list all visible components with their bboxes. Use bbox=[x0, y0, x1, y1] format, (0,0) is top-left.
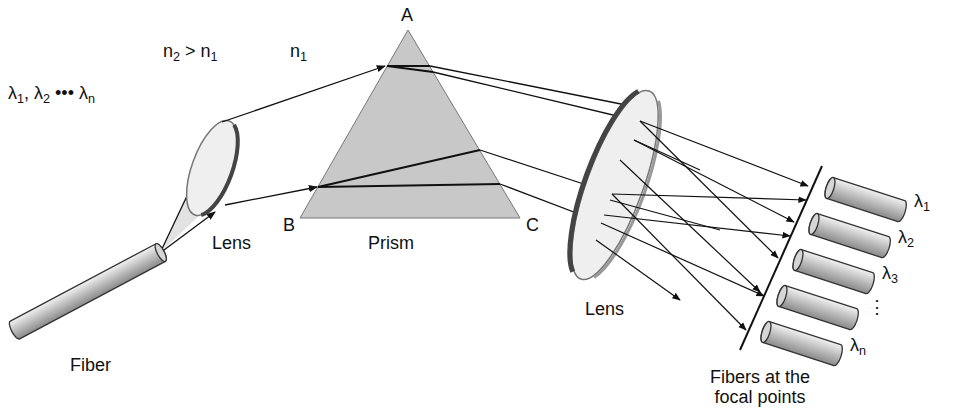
fiber bbox=[823, 176, 908, 222]
part-label: C bbox=[526, 216, 539, 236]
lens bbox=[176, 114, 248, 222]
part-label: n1 bbox=[290, 42, 307, 65]
input-fiber bbox=[7, 242, 168, 340]
focused-ray bbox=[596, 121, 808, 330]
output-fibers bbox=[759, 176, 908, 366]
part-label: λ1 bbox=[914, 192, 930, 215]
fiber bbox=[7, 242, 168, 340]
part-label: Fiber bbox=[70, 356, 111, 376]
part-label: λn bbox=[850, 336, 866, 359]
part-label: Fibers at the focal points bbox=[690, 368, 830, 408]
ray bbox=[160, 212, 215, 253]
part-label: ⋮ bbox=[868, 298, 886, 318]
part-label: Lens bbox=[585, 300, 624, 320]
fiber bbox=[807, 212, 892, 258]
ray bbox=[225, 187, 317, 205]
part-label: λ1, λ2 ••• λn bbox=[8, 84, 95, 107]
part-label: B bbox=[283, 216, 295, 236]
part-label: λ2 bbox=[898, 228, 914, 251]
part-label: Lens bbox=[212, 234, 251, 254]
refracted-rays bbox=[318, 66, 500, 187]
prism bbox=[300, 30, 520, 218]
lens bbox=[552, 81, 677, 290]
part-label: λ3 bbox=[882, 264, 898, 287]
part-label: Prism bbox=[368, 234, 414, 254]
part-label: A bbox=[401, 6, 413, 26]
part-label: n2 > n1 bbox=[163, 42, 218, 65]
fiber bbox=[775, 284, 860, 330]
fiber bbox=[759, 320, 844, 366]
fiber bbox=[791, 248, 876, 294]
